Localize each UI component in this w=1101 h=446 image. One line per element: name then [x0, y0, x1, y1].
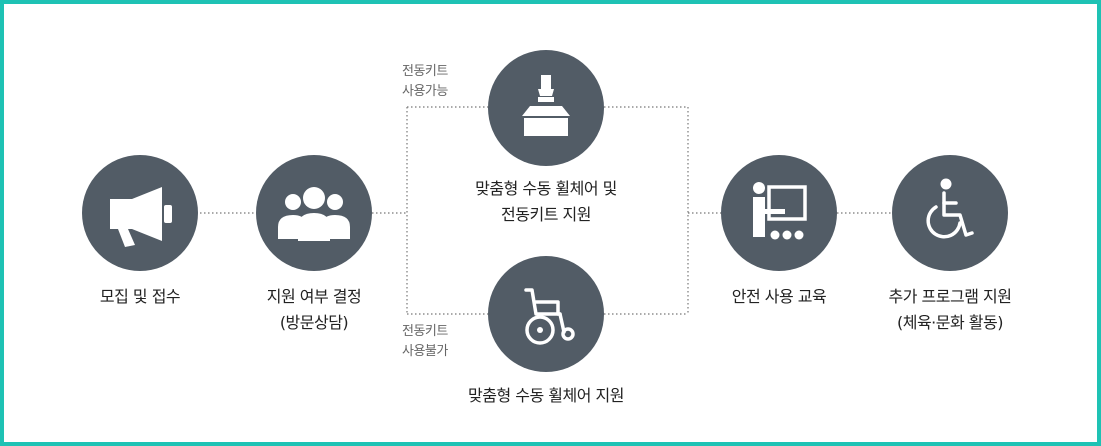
- recruit-label: 모집 및 접수: [99, 287, 181, 306]
- wheelchair-icon: [524, 288, 575, 345]
- recruit-node: [82, 155, 198, 271]
- kit-possible-note: 전동키트 사용가능: [402, 64, 448, 99]
- megaphone-icon: [110, 187, 172, 247]
- power-kit-icon: [522, 75, 570, 136]
- decision-node: [256, 155, 372, 271]
- wheelchair-user-icon: [926, 178, 974, 239]
- lecture-icon: [753, 182, 807, 240]
- manual-branch-label: 맞춤형 수동 휠체어 지원: [468, 386, 624, 405]
- kit-branch-label: 맞춤형 수동 휠체어 및 전동키트 지원: [475, 179, 617, 224]
- program-node: [892, 155, 1008, 271]
- education-label: 안전 사용 교육: [731, 287, 827, 306]
- program-label: 추가 프로그램 지원 (체육·문화 활동): [888, 287, 1012, 332]
- people-group-icon: [278, 187, 350, 241]
- kit-branch-node: [488, 50, 604, 166]
- manual-branch-node: [488, 256, 604, 372]
- kit-impossible-note: 전동키트 사용불가: [402, 324, 448, 359]
- education-node: [721, 155, 837, 271]
- decision-label: 지원 여부 결정 (방문상담): [266, 287, 362, 332]
